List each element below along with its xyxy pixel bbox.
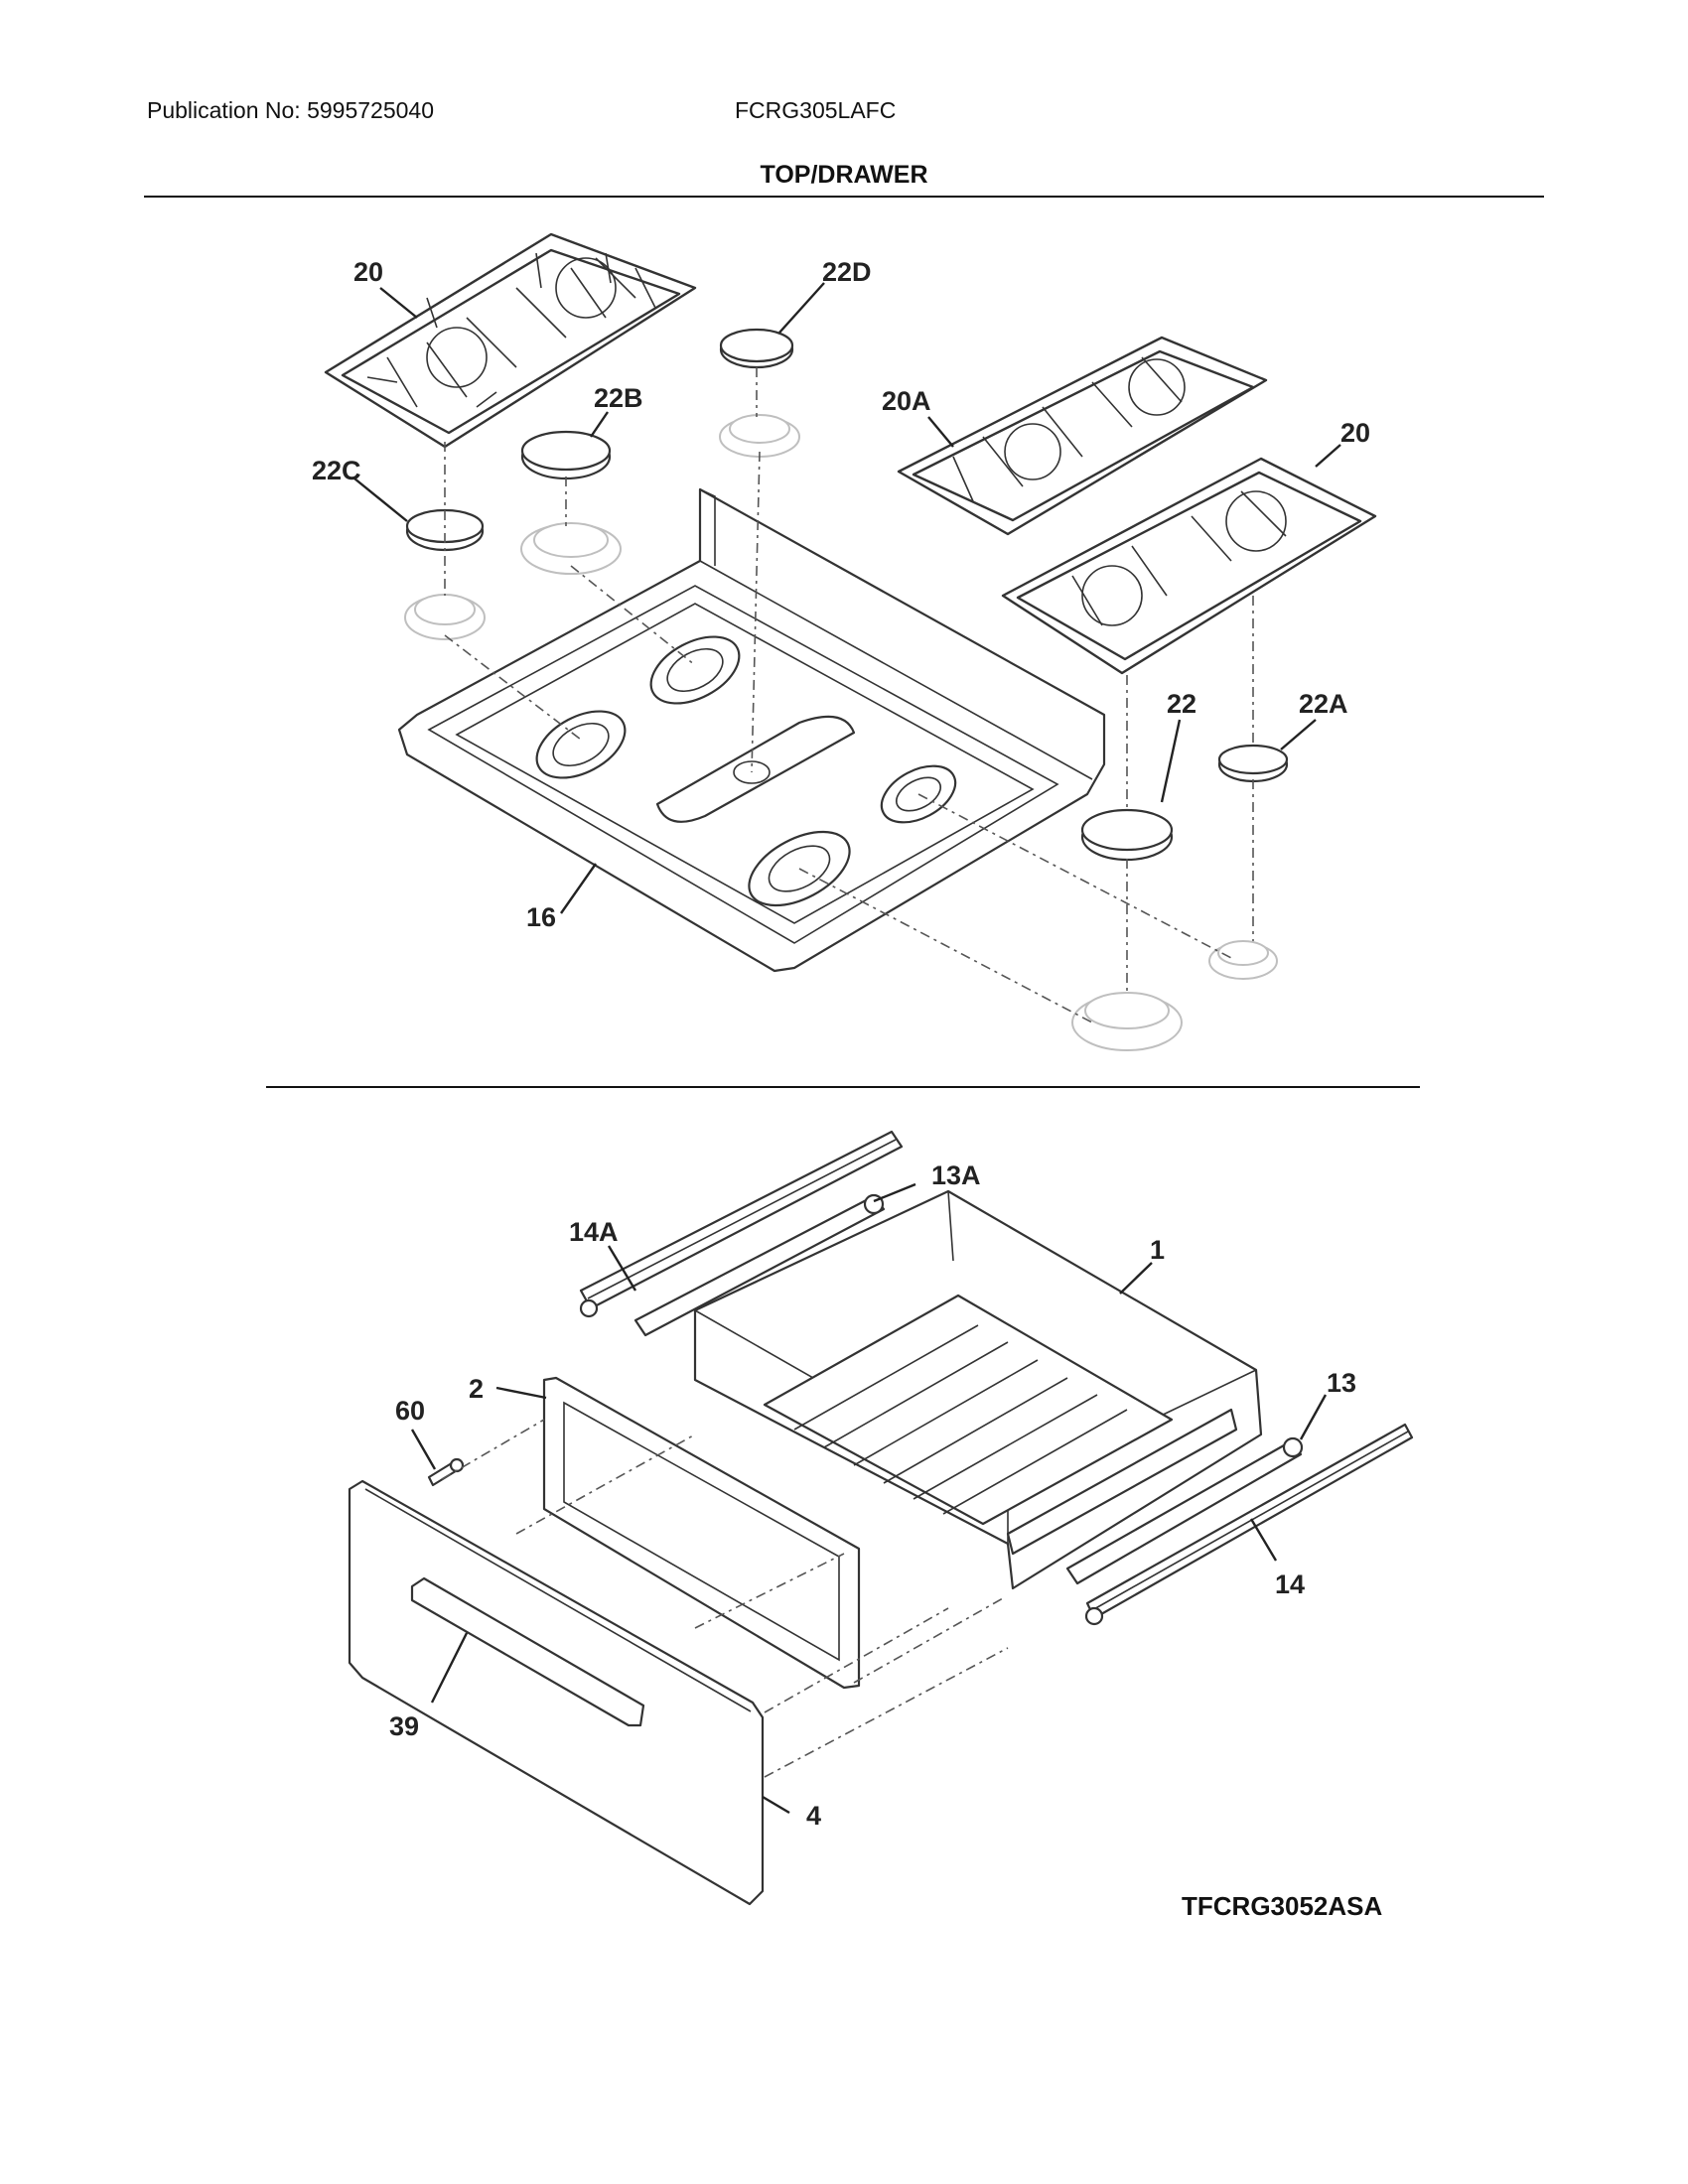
callout-22B: 22B — [594, 383, 643, 413]
slide-14A — [579, 1130, 904, 1318]
callout-22: 22 — [1167, 689, 1196, 719]
burner-head-ghost-3 — [404, 594, 486, 640]
callout-16: 16 — [526, 902, 556, 932]
callout-22D: 22D — [822, 257, 872, 287]
callout-39: 39 — [389, 1711, 419, 1741]
slide-14 — [1084, 1423, 1414, 1626]
section-title: TOP/DRAWER — [760, 161, 928, 189]
burner-head-ghost-5 — [1071, 992, 1183, 1051]
callout-22C: 22C — [312, 456, 361, 485]
alignment-lines-top — [444, 367, 1254, 1024]
grate-20A — [897, 336, 1268, 536]
slide-13 — [1065, 1436, 1304, 1585]
callout-60: 60 — [395, 1396, 425, 1426]
cooktop-16 — [397, 487, 1106, 973]
diagram-code: TFCRG3052ASA — [1182, 1891, 1383, 1921]
burner-cap-22A — [1217, 744, 1289, 783]
burner-cap-22D — [719, 328, 794, 369]
screw-60 — [427, 1457, 465, 1487]
drawer-frame-2 — [542, 1376, 861, 1690]
callout-22A: 22A — [1299, 689, 1348, 719]
callout-14A: 14A — [569, 1217, 619, 1247]
callout-20A: 20A — [882, 386, 931, 416]
drawer-front-panel-4 — [348, 1479, 765, 1906]
burner-cap-22 — [1080, 808, 1174, 862]
callout-20-right: 20 — [1340, 418, 1370, 448]
callout-4: 4 — [806, 1801, 821, 1831]
grate-20-right — [1001, 457, 1377, 675]
publication-number: Publication No: 5995725040 — [147, 97, 435, 123]
callout-14: 14 — [1275, 1570, 1305, 1599]
callout-13: 13 — [1327, 1368, 1356, 1398]
callout-20-left: 20 — [353, 257, 383, 287]
handle-39 — [410, 1576, 645, 1727]
leader-lines-top — [353, 282, 1341, 914]
leader-lines-drawer — [410, 1182, 1328, 1815]
burner-head-ghost-2 — [520, 522, 622, 575]
callout-13A: 13A — [931, 1160, 981, 1190]
grate-left — [324, 232, 697, 449]
burner-cap-22B — [520, 430, 612, 480]
drawer-body-1 — [693, 1189, 1263, 1590]
callout-2: 2 — [469, 1374, 484, 1404]
slide-13A — [633, 1193, 886, 1337]
burner-head-ghost-1 — [719, 414, 800, 458]
model-number: FCRG305LAFC — [735, 97, 897, 123]
callout-1: 1 — [1150, 1235, 1165, 1265]
burner-head-ghost-4 — [1208, 940, 1278, 980]
